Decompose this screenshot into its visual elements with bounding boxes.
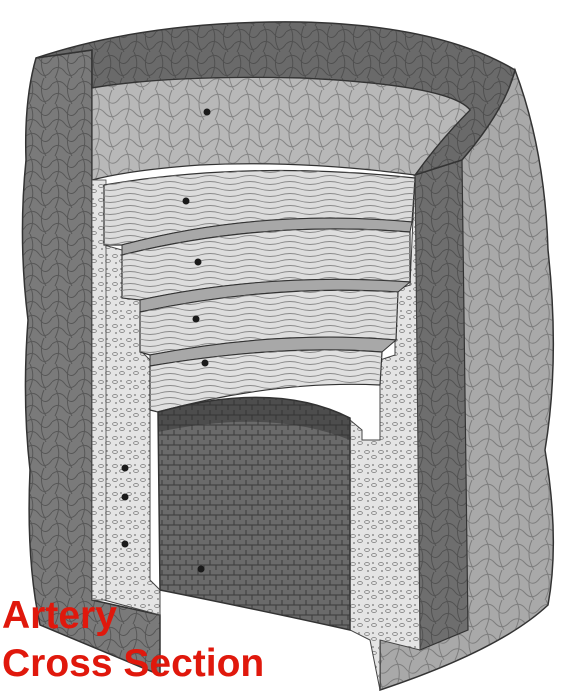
caption-line-1: Artery [2,592,332,640]
marker-dot-connective-2 [122,494,129,501]
marker-dot-layer-1 [183,198,190,205]
caption-line-2: Cross Section [2,640,332,688]
marker-dot-layer-3 [193,316,200,323]
marker-dot-layer-2 [195,259,202,266]
marker-dot-connective-3 [122,541,129,548]
marker-dot-layer-4 [202,360,209,367]
marker-dot-connective-1 [122,465,129,472]
figure-caption: Artery Cross Section [2,592,332,688]
outer-wall-right-cut-texture [415,160,468,650]
marker-dot-endothelium [198,566,205,573]
marker-dot-top-disc [204,109,211,116]
